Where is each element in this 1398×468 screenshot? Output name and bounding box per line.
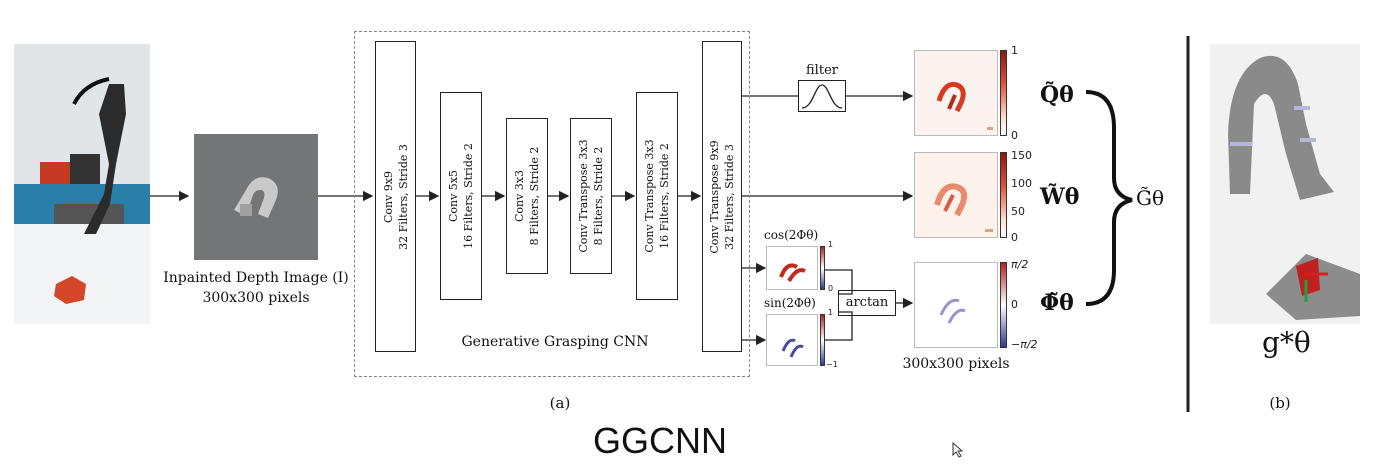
depth-caption-size: 300x300 pixels [202,290,310,306]
w-colorbar [1000,152,1007,238]
grasp-symbol: g*θ [1262,326,1311,359]
depth-image [194,134,318,260]
phi-colorbar [1000,262,1007,348]
cos-tick-mid: 0 [828,284,834,293]
network-name: Generative Grasping CNN [461,334,649,350]
depth-caption-title: Inpainted Depth Image (I) [163,270,349,286]
mouse-cursor-icon [952,442,964,458]
filter-box [798,80,846,112]
sin-map [766,314,818,366]
robot-arm-photo [14,44,150,324]
panel-b-label: (b) [1269,394,1291,412]
arctan-box: arctan [838,290,896,316]
w-tick-150: 150 [1011,149,1032,162]
w-tick-50: 50 [1011,205,1025,218]
phi-symbol: Φ̃θ [1040,290,1074,316]
cos-tick-top: 1 [828,240,834,249]
sin-tick-top: 1 [828,308,834,317]
w-tick-100: 100 [1011,177,1032,190]
sin-tick-bottom: −1 [826,360,838,369]
sin-label: sin(2Φθ) [764,296,816,310]
phi-tick-top: π/2 [1011,258,1029,271]
footer-title: GGCNN [593,420,727,461]
filter-label: filter [806,63,838,78]
q-colorbar [1000,50,1007,136]
phi-tick-bottom: −π/2 [1011,338,1038,351]
w-map [914,152,998,238]
depth-caption: Inpainted Depth Image (I) 300x300 pixels [160,268,352,308]
q-tick-0: 0 [1011,129,1018,142]
q-symbol: Q̃θ [1040,82,1074,108]
w-symbol: W̃θ [1040,184,1080,210]
cos-map [766,246,818,290]
phi-tick-mid: 0 [1011,298,1018,311]
g-symbol: G̃θ [1136,186,1165,210]
w-tick-0: 0 [1011,231,1018,244]
gaussian-icon [801,84,843,109]
phi-map [914,262,998,348]
network-boundary [354,31,750,377]
sin-colorbar [820,314,825,366]
q-map [914,50,998,136]
robot-render [1210,44,1360,324]
cos-label: cos(2Φθ) [764,228,819,242]
output-caption: 300x300 pixels [902,356,1010,372]
panel-a-label: (a) [549,394,571,412]
q-tick-1: 1 [1011,44,1018,57]
cos-colorbar [820,246,825,290]
